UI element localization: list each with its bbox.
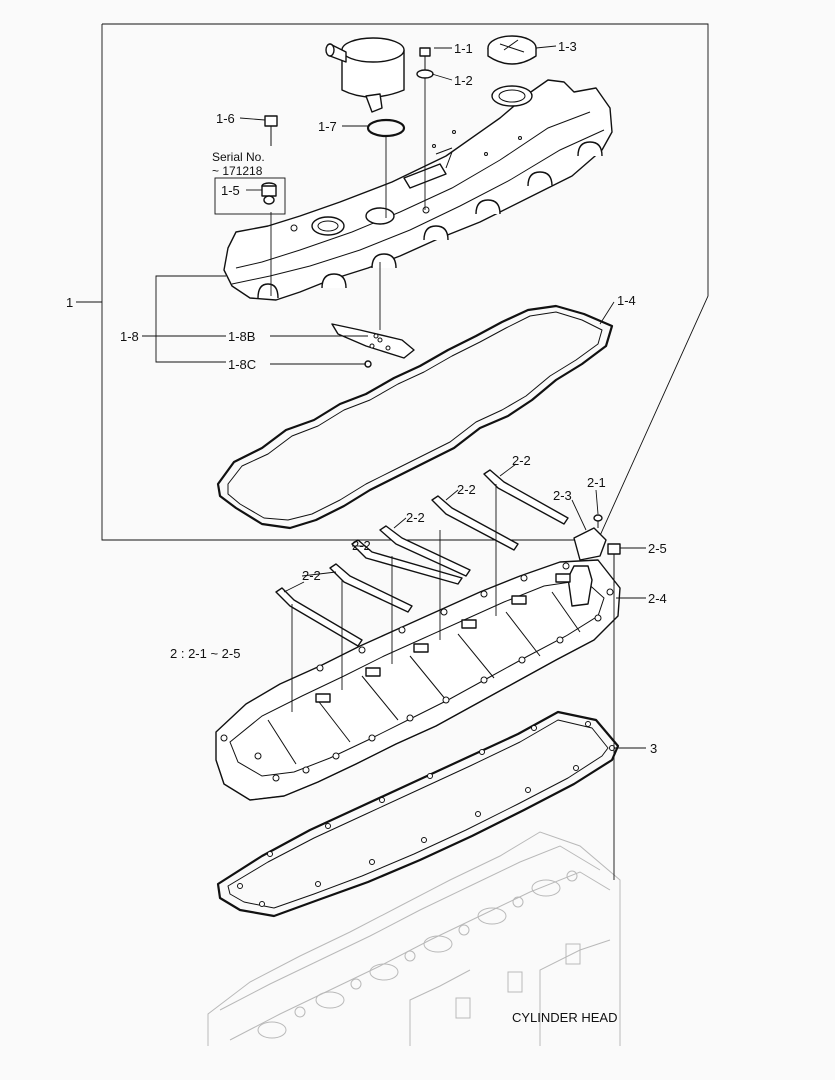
bolt-2-5 — [607, 543, 621, 586]
callout-2-4: 2-4 — [648, 591, 667, 606]
serial-number-title: Serial No. — [212, 150, 265, 164]
lower-gasket-3 — [216, 710, 620, 918]
callout-1-2: 1-2 — [454, 73, 473, 88]
callout-1-8c: 1-8C — [228, 357, 256, 372]
callout-1-8b: 1-8B — [228, 329, 255, 344]
washer-1-2 — [416, 69, 434, 79]
callout-1-6: 1-6 — [216, 111, 235, 126]
callout-1: 1 — [66, 295, 73, 310]
breather-cap — [325, 37, 405, 113]
oil-filler-cap — [487, 35, 537, 65]
leader-lines — [76, 45, 646, 880]
cylinder-head-ghost — [207, 831, 621, 1046]
pass-through-2-3 — [573, 514, 607, 561]
callout-3: 3 — [650, 741, 657, 756]
callout-2-1: 2-1 — [587, 475, 606, 490]
group-1-frame — [101, 23, 709, 541]
callout-2-2-a: 2-2 — [512, 453, 531, 468]
callout-1-5: 1-5 — [221, 183, 240, 198]
callout-2-3: 2-3 — [553, 488, 572, 503]
callout-1-8: 1-8 — [120, 329, 139, 344]
serial-box — [214, 177, 286, 215]
callout-1-4: 1-4 — [617, 293, 636, 308]
harness-bracket-1-8 — [331, 323, 415, 359]
callout-1-7: 1-7 — [318, 119, 337, 134]
callout-2-2-e: 2-2 — [302, 568, 321, 583]
rocker-gasket-1-4 — [216, 304, 614, 530]
callout-1-1: 1-1 — [454, 41, 473, 56]
serial-number-value: ~ 171218 — [212, 164, 263, 178]
callout-1-3: 1-3 — [558, 39, 577, 54]
part-1-5 — [261, 182, 277, 205]
harness-carrier-2-4 — [215, 559, 621, 801]
callout-2-2-b: 2-2 — [457, 482, 476, 497]
bolt-1-1 — [419, 47, 431, 70]
injector-harness-wires — [275, 469, 571, 712]
group-2-legend: 2 : 2-1 ~ 2-5 — [170, 646, 240, 661]
cylinder-head-label: CYLINDER HEAD — [512, 1010, 617, 1025]
callout-2-5: 2-5 — [648, 541, 667, 556]
callout-2-2-d: 2-2 — [352, 538, 371, 553]
rocker-cover — [223, 79, 613, 301]
o-ring-1-7 — [366, 118, 406, 138]
bolt-1-6 — [264, 115, 278, 146]
callout-2-2-c: 2-2 — [406, 510, 425, 525]
